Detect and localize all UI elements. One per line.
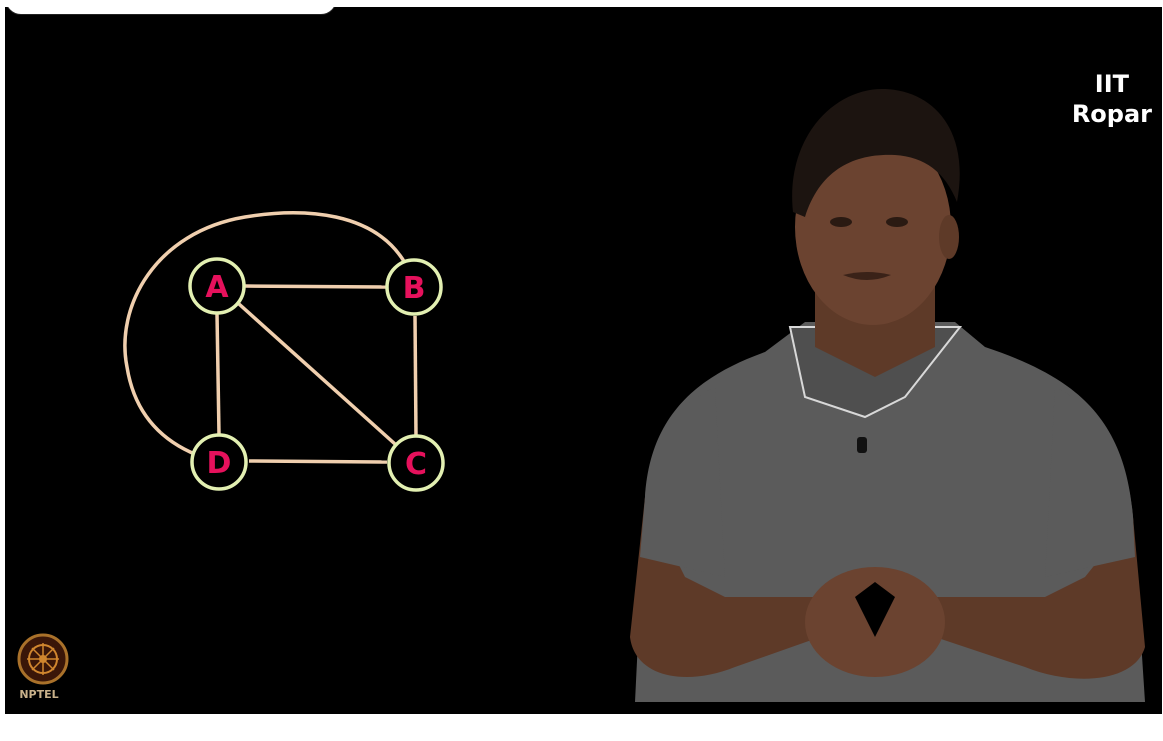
- presenter-figure: [630, 88, 1145, 702]
- nptel-logo-label: NPTEL: [19, 688, 59, 701]
- node-A: A: [188, 257, 246, 315]
- presenter-hair: [792, 88, 960, 218]
- nptel-logo-icon: [17, 633, 69, 685]
- institution-watermark: IIT Ropar: [1072, 69, 1152, 129]
- institution-line-2: Ropar: [1071, 100, 1152, 128]
- presenter-sleeve-right: [1045, 387, 1135, 577]
- presenter-hands-gap: [855, 582, 895, 637]
- node-D: D: [190, 433, 248, 491]
- node-D-label: D: [207, 446, 232, 481]
- edge-A-D: [215, 313, 221, 435]
- presenter-arm-right: [930, 517, 1145, 679]
- graph-diagram: A B C D: [123, 211, 445, 492]
- edge-B-D-curved: [123, 211, 407, 457]
- edge-A-B: [244, 284, 387, 289]
- presenter-eye-right: [886, 217, 908, 227]
- edge-A-C: [237, 302, 397, 446]
- presenter-sleeve-left: [640, 387, 725, 577]
- institution-line-1: IIT: [1094, 70, 1130, 98]
- presenter-ear: [939, 215, 959, 259]
- presenter-mouth: [843, 272, 891, 280]
- presenter-head: [795, 129, 951, 325]
- node-C: C: [387, 434, 445, 492]
- presenter-arm-left: [630, 497, 825, 677]
- edge-B-C: [413, 315, 418, 437]
- presenter-mic: [857, 437, 867, 453]
- video-frame: IIT Ropar A B C D: [5, 7, 1162, 714]
- presenter-eye-left: [830, 217, 852, 227]
- node-B-label: B: [403, 271, 426, 306]
- node-A-label: A: [205, 270, 229, 305]
- edge-D-C: [248, 459, 388, 464]
- node-C-label: C: [405, 447, 427, 482]
- node-B: B: [385, 258, 443, 316]
